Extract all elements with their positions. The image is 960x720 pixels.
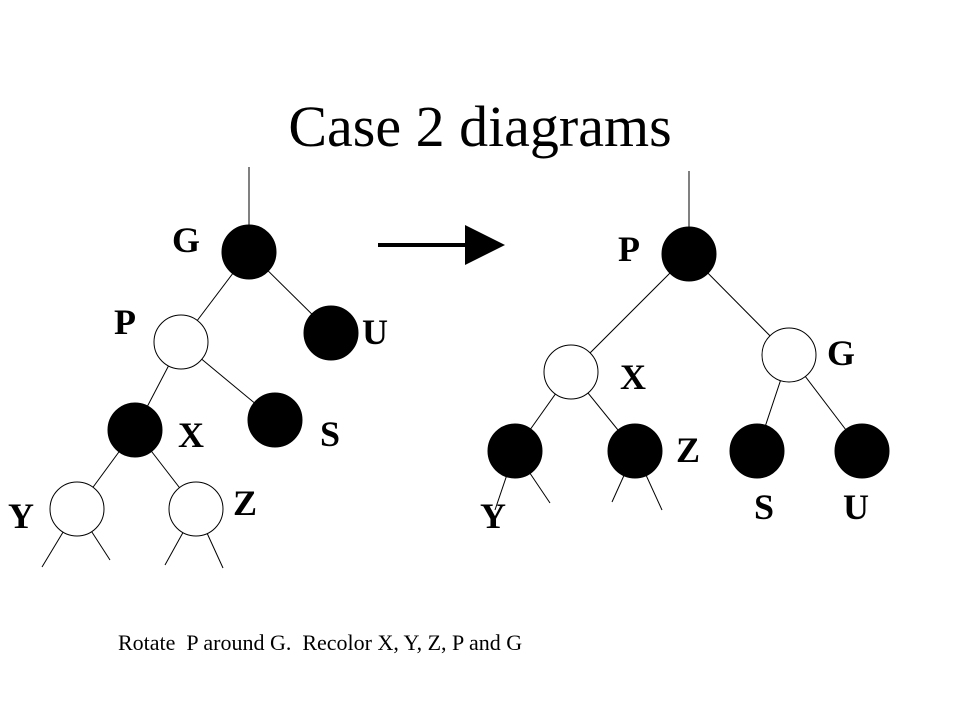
after-label-Y: Y [480,496,506,536]
before-label-S: S [320,414,340,454]
before-node-X [107,402,163,458]
before-node-P [153,314,209,370]
after-node-Y [487,423,543,479]
before-label-X: X [178,415,204,455]
before-label-P: P [114,302,136,342]
after-node-X [543,344,599,400]
before-label-Z: Z [233,483,257,523]
after-label-G: G [827,333,855,373]
after-node-Z [607,423,663,479]
after-label-U: U [843,487,869,527]
after-node-G [761,327,817,383]
slide-caption: Rotate P around G. Recolor X, Y, Z, P an… [118,630,523,655]
after-node-U [834,423,890,479]
slide-title: Case 2 diagrams [288,94,672,159]
before-node-U [303,305,359,361]
after-edge-P-X [570,253,690,373]
before-node-Z [168,481,224,537]
after-node-S [729,423,785,479]
before-node-Y [49,481,105,537]
after-tree: P X G Z Y S U [480,171,890,536]
before-label-G: G [172,220,200,260]
before-node-S [247,392,303,448]
after-label-P: P [618,229,640,269]
before-tree: G P U X S Y Z [8,167,388,569]
after-label-Z: Z [676,430,700,470]
before-label-U: U [362,312,388,352]
after-label-S: S [754,487,774,527]
before-node-G [221,224,277,280]
before-label-Y: Y [8,496,34,536]
after-label-X: X [620,357,646,397]
after-node-P [661,226,717,282]
